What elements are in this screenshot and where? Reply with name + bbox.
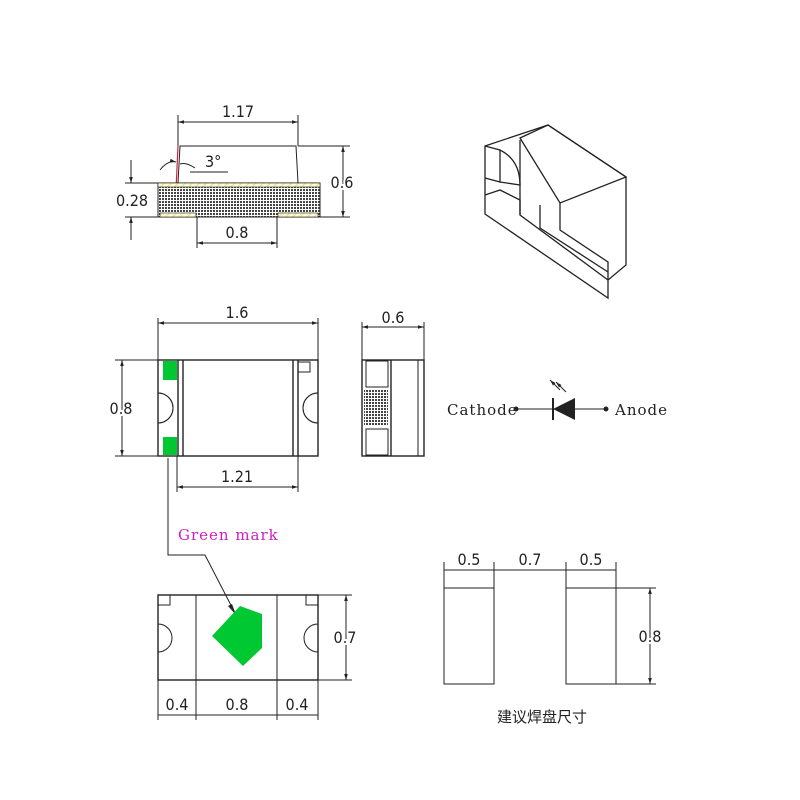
dim-base-thickness: 0.28 [116,191,148,210]
dim-angle: 3° [205,152,221,171]
dim-pad-left: 0.4 [166,695,189,714]
dim-height: 0.6 [331,173,354,192]
pad-right [565,587,617,685]
dim-pad-height: 0.7 [334,628,357,647]
bottom-view: 0.7 0.4 0.8 0.4 [157,594,358,720]
dim-length: 1.6 [226,303,249,322]
green-mark-callout: Green mark [167,458,279,616]
green-mark-label: Green mark [178,526,279,544]
top-view: 1.6 0.8 1.21 [108,303,319,492]
led-symbol: Cathode Anode [447,379,668,420]
end-view: 0.6 [361,308,425,457]
green-mark-top [163,361,177,380]
dim-inner-length: 1.21 [221,467,253,486]
dim-pad-gap: 0.8 [226,223,249,242]
green-mark-bottom [163,437,177,455]
dim-rec-pad-left: 0.5 [458,550,481,569]
dim-rec-gap: 0.7 [519,550,542,569]
recommended-pad-layout: 0.5 0.7 0.5 0.8 建议焊盘尺寸 [443,550,663,726]
dim-rec-pad-right: 0.5 [580,550,603,569]
diode-icon [553,398,575,420]
dim-gap: 0.8 [226,695,249,714]
dim-width: 0.8 [110,399,133,418]
recommended-pads-caption: 建议焊盘尺寸 [497,708,587,726]
side-view: 1.17 3° 0.6 0.28 0.8 [116,102,355,248]
pad-left [443,587,495,685]
dim-rec-height: 0.8 [639,627,662,646]
3d-view [484,124,628,300]
dim-top-width: 1.17 [222,102,254,121]
green-polarity-mark [212,606,262,666]
dim-end-width: 0.6 [382,308,405,327]
dim-pad-right: 0.4 [286,695,309,714]
cathode-label: Cathode [447,401,518,419]
anode-label: Anode [614,401,668,419]
